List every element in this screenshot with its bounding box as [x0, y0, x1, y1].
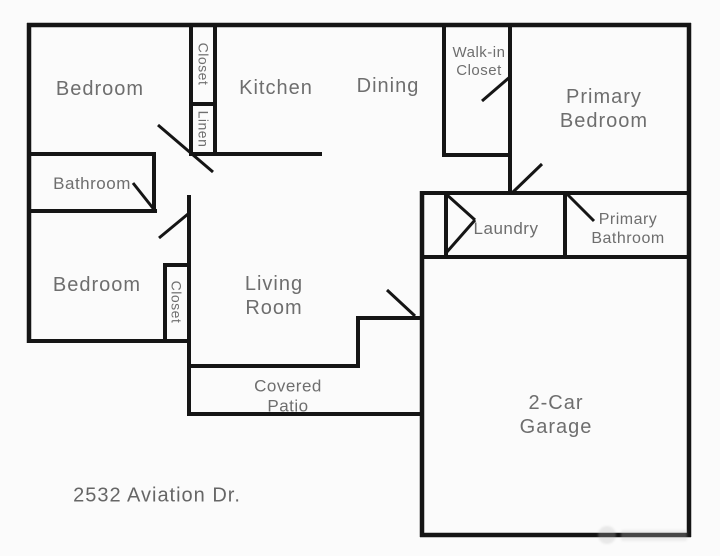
- room-label-covered-patio: Covered Patio: [254, 376, 322, 416]
- room-label-kitchen: Kitchen: [239, 77, 313, 99]
- room-label-primary-bedroom: Primary Bedroom: [559, 86, 649, 132]
- door-swing-walkin-closet: [481, 74, 512, 103]
- watermark: [598, 524, 690, 546]
- room-label-bedroom-left: Bedroom: [52, 274, 142, 296]
- room-label-garage: 2-Car Garage: [519, 392, 593, 438]
- room-label-primary-bathroom: Primary Bathroom: [591, 210, 665, 247]
- door-bifold-laundry-upper: [444, 192, 477, 222]
- door-swing-primary-bedroom: [510, 162, 544, 195]
- watermark-text-blur: [621, 529, 687, 541]
- watermark-logo: [598, 526, 616, 544]
- door-swing-bedroom-left: [158, 212, 189, 240]
- room-label-bathroom: Bathroom: [53, 173, 131, 193]
- door-swing-primary-bathroom: [564, 191, 596, 223]
- door-swing-bathroom: [131, 182, 158, 213]
- address-text: 2532 Aviation Dr.: [73, 484, 241, 507]
- room-label-living-room: Living Room: [244, 273, 304, 319]
- door-bifold-laundry-lower: [444, 219, 477, 254]
- room-label-linen: Linen: [195, 110, 212, 148]
- room-label-laundry: Laundry: [473, 218, 539, 238]
- room-label-hall-closet: Closet: [195, 42, 212, 86]
- door-swing-bedroom-top: [157, 123, 214, 174]
- room-label-bedroom-closet: Closet: [168, 280, 185, 324]
- room-label-walkin-closet: Walk-in Closet: [452, 44, 506, 79]
- room-label-bedroom-top: Bedroom: [55, 78, 145, 100]
- room-label-dining: Dining: [356, 75, 420, 97]
- door-swing-patio: [385, 288, 417, 318]
